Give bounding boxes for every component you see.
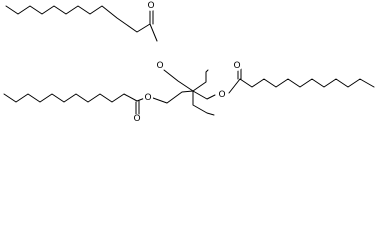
- atom-label: O: [133, 114, 140, 124]
- top-decanoyl-chain: [5, 5, 158, 42]
- atom-label: O: [156, 61, 163, 71]
- core-top-arm: [163, 69, 209, 92]
- structural-formula: O O O O O O: [3, 1, 375, 124]
- right-decanoyl-chain: [228, 78, 375, 94]
- atom-label: O: [147, 1, 154, 11]
- molecule-drawing: O O O O O O: [3, 1, 375, 124]
- atom-label: O: [218, 90, 225, 100]
- atom-label: O: [144, 93, 151, 103]
- atom-o-top-carbonyl: O: [146, 1, 156, 11]
- left-decanoyl-chain: [3, 93, 146, 103]
- core-left-arm: [152, 90, 194, 104]
- atom-o-left-ester: O: [143, 93, 153, 103]
- atom-o-right-carbonyl: O: [232, 61, 242, 71]
- atom-label: O: [233, 61, 240, 71]
- atom-o-right-ester: O: [217, 90, 227, 100]
- core-right-arm: [192, 90, 216, 100]
- atom-o-top-ester: O: [155, 61, 165, 71]
- atom-o-left-carbonyl: O: [132, 114, 142, 124]
- core-ethyl: [192, 90, 215, 116]
